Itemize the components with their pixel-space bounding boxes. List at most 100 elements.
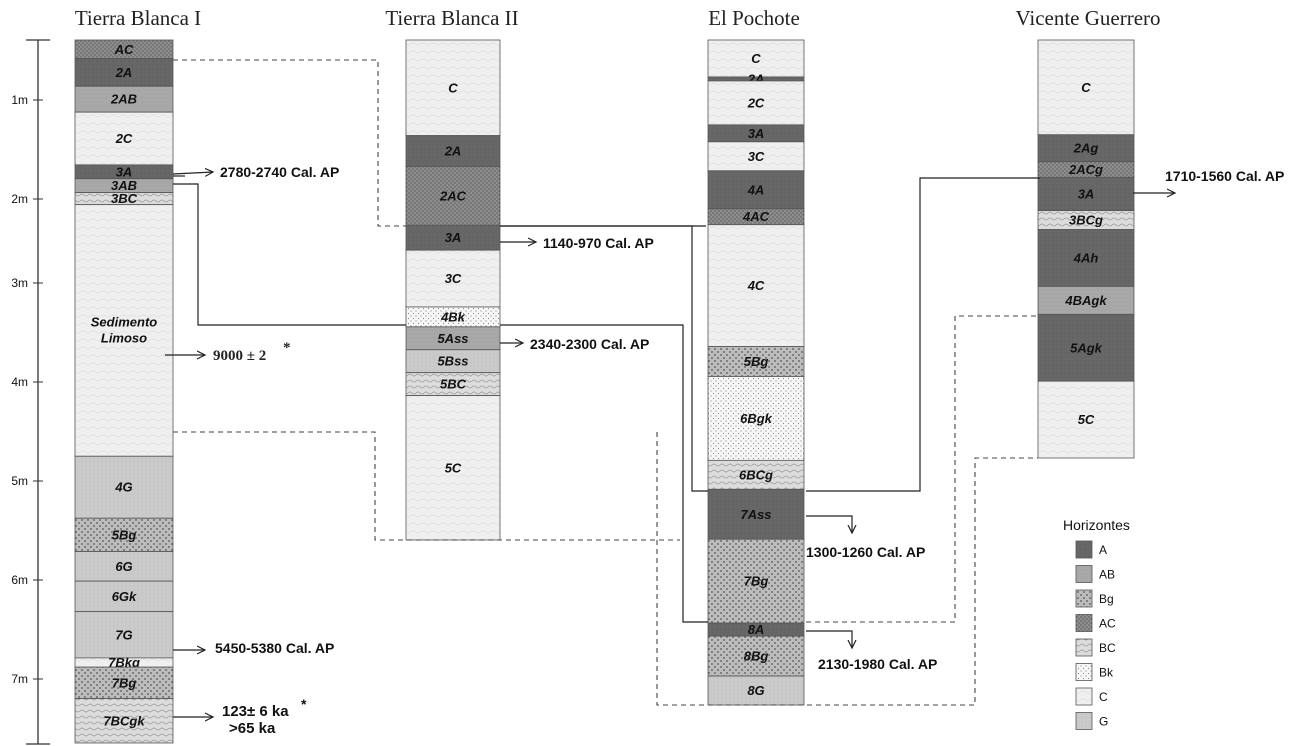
horizon-label: 2AB bbox=[110, 92, 137, 107]
date-label-2780-2740: 2780-2740 Cal. AP bbox=[220, 164, 339, 180]
correlation-line-4g bbox=[173, 431, 680, 541]
legend-label-c: C bbox=[1099, 690, 1108, 704]
horizon-5c bbox=[405, 395, 501, 541]
date-123ka-asterisk: * bbox=[301, 696, 307, 712]
horizon-label: 7Bkg bbox=[108, 655, 140, 670]
legend-label-g: G bbox=[1099, 715, 1108, 729]
horizon-label: 6BCg bbox=[739, 467, 773, 482]
legend-label-ac: AC bbox=[1099, 617, 1116, 631]
profile-title-el-pochote: El Pochote bbox=[708, 6, 800, 30]
legend-swatch-ab bbox=[1075, 565, 1093, 583]
date-label-1710-1560: 1710-1560 Cal. AP bbox=[1165, 168, 1284, 184]
horizon-label: 6G bbox=[115, 559, 132, 574]
horizon-2ag bbox=[1037, 134, 1135, 163]
correlation-lines-dashed bbox=[173, 59, 1038, 706]
horizon-label: 4AC bbox=[742, 209, 770, 224]
horizon-c bbox=[1037, 39, 1135, 136]
horizon-label: 2C bbox=[747, 95, 765, 110]
legend-swatch-bg bbox=[1075, 589, 1093, 608]
horizon-label: 6Gk bbox=[112, 589, 137, 604]
horizon-label: 3A bbox=[116, 164, 133, 179]
date-label-5450-5380: 5450-5380 Cal. AP bbox=[215, 640, 334, 656]
horizon-label: 7G bbox=[115, 627, 132, 642]
arrow-2130 bbox=[806, 630, 852, 648]
horizon-4bagk bbox=[1037, 286, 1135, 315]
scale-tick-label: 6m bbox=[11, 573, 28, 587]
horizon-label: 7BCgk bbox=[103, 713, 145, 728]
profile-title-vicente-guerrero: Vicente Guerrero bbox=[1015, 6, 1160, 30]
horizon-label: 3A bbox=[1078, 187, 1095, 202]
correlation-line-5agk bbox=[806, 315, 1038, 623]
horizon-label: C bbox=[751, 51, 761, 66]
horizon-7bg bbox=[74, 666, 174, 700]
correlation-line-7ass bbox=[500, 225, 708, 492]
horizon-c bbox=[405, 39, 501, 137]
correlation-line-2a bbox=[173, 59, 406, 227]
horizon-2c bbox=[74, 111, 174, 166]
horizon-label: 4BAgk bbox=[1064, 293, 1107, 308]
horizon-label: C bbox=[448, 80, 458, 95]
legend-swatch-bc bbox=[1075, 638, 1093, 657]
profile-column-el-pochote: C2A2C3A3C4A4AC4C5Bg6Bgk6BCg7Ass7Bg8A8Bg8… bbox=[707, 39, 805, 706]
horizon-sedimento-limoso bbox=[74, 204, 174, 457]
profile-title-tierra-blanca-2: Tierra Blanca II bbox=[385, 6, 518, 30]
horizon-4ah bbox=[1037, 229, 1135, 287]
horizon-2a bbox=[74, 58, 174, 87]
correlation-line-5ass bbox=[500, 324, 708, 623]
horizon-label: 3C bbox=[748, 149, 765, 164]
horizon-label: 4Ah bbox=[1073, 250, 1099, 265]
horizon-label: 2A bbox=[444, 144, 462, 159]
date-123ka-value: 123± 6 ka bbox=[222, 703, 289, 720]
horizon-label: 6Bgk bbox=[740, 411, 773, 426]
horizon-2c bbox=[707, 80, 805, 126]
horizon-label: 4Bk bbox=[440, 309, 466, 324]
horizon-4g bbox=[74, 455, 174, 519]
date-label-1300-1260: 1300-1260 Cal. AP bbox=[806, 544, 925, 560]
horizon-5agk bbox=[1037, 313, 1135, 382]
horizon-label: 5Bg bbox=[744, 354, 769, 369]
horizon-2a bbox=[405, 135, 501, 167]
horizon-6bgk bbox=[707, 376, 805, 461]
horizon-6g bbox=[74, 551, 174, 582]
horizon-label: 5BC bbox=[440, 377, 467, 392]
date-label-9000: 9000 ± 2 * bbox=[213, 340, 291, 364]
horizon-5bg bbox=[74, 517, 174, 552]
horizon-label: 5Bss bbox=[437, 354, 468, 369]
horizon-label: C bbox=[1081, 80, 1091, 95]
horizon-3a bbox=[1037, 177, 1135, 211]
horizon-label: 2Ag bbox=[1073, 141, 1099, 156]
horizon-5c bbox=[1037, 380, 1135, 459]
date-label-2340-2300: 2340-2300 Cal. AP bbox=[530, 336, 649, 352]
horizon-7ass bbox=[707, 488, 805, 540]
scale-tick-label: 7m bbox=[11, 672, 28, 686]
horizon-label: AC bbox=[114, 42, 134, 57]
horizon-label: 5C bbox=[445, 460, 462, 475]
horizon-label: 5Ass bbox=[437, 331, 468, 346]
horizon-label: 4G bbox=[114, 480, 132, 495]
legend-label-ab: AB bbox=[1099, 568, 1115, 582]
date-label-1140-970: 1140-970 Cal. AP bbox=[543, 235, 654, 251]
horizon-c bbox=[707, 39, 805, 78]
legend-swatch-ac bbox=[1075, 614, 1093, 632]
profile-title-tierra-blanca-1: Tierra Blanca I bbox=[75, 6, 201, 30]
horizon-5bg bbox=[707, 346, 805, 377]
horizon-2ac bbox=[405, 166, 501, 226]
legend-swatch-bk bbox=[1075, 663, 1093, 681]
horizon-label: 3BCg bbox=[1069, 213, 1103, 228]
horizon-4c bbox=[707, 224, 805, 347]
scale-tick-label: 5m bbox=[11, 474, 28, 488]
horizon-7bcgk bbox=[74, 698, 174, 744]
horizon-7g bbox=[74, 611, 174, 659]
horizon-label: 3AB bbox=[111, 178, 137, 193]
legend-label-bk: Bk bbox=[1099, 666, 1114, 680]
date-arrows bbox=[165, 172, 1175, 717]
legend-swatch-a bbox=[1075, 540, 1093, 559]
horizon-4a bbox=[707, 170, 805, 210]
scale-tick-label: 3m bbox=[11, 276, 28, 290]
